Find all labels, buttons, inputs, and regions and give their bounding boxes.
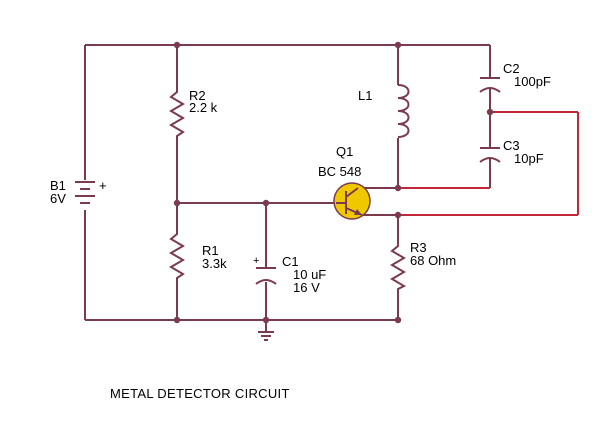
q1-name: Q1	[336, 144, 353, 159]
transistor-q1: Q1 BC 548	[318, 144, 371, 220]
c2-value: 100pF	[514, 74, 551, 89]
c2-name: C2	[503, 61, 520, 76]
resistor-r1: R1 3.3k	[169, 228, 227, 282]
c3-value: 10pF	[514, 151, 544, 166]
l1-name: L1	[358, 88, 372, 103]
feedback-wires	[398, 111, 579, 216]
capacitor-c2: C2 100pF	[479, 61, 551, 93]
junction-dots	[173, 41, 494, 324]
r1-name: R1	[202, 243, 219, 258]
c1-polarity: +	[253, 255, 259, 267]
resistor-r2: R2 2.2 k	[169, 85, 218, 140]
r3-value: 68 Ohm	[410, 253, 456, 268]
capacitor-c1: + C1 10 uF 16 V	[253, 254, 326, 295]
capacitor-c3: C3 10pF	[479, 138, 544, 166]
r2-name: R2	[189, 88, 206, 103]
c3-name: C3	[503, 138, 520, 153]
inductor-l1: L1	[358, 84, 410, 138]
battery-b1: + B1 6V	[50, 178, 107, 206]
b1-name: B1	[50, 178, 66, 193]
c1-rating: 16 V	[293, 280, 320, 295]
ground-symbol	[258, 331, 274, 341]
c1-value: 10 uF	[293, 267, 326, 282]
r1-value: 3.3k	[202, 256, 227, 271]
wires	[84, 44, 491, 332]
r2-value: 2.2 k	[189, 100, 218, 115]
r3-name: R3	[410, 240, 427, 255]
b1-value: 6V	[50, 191, 66, 206]
b1-polarity: +	[99, 178, 107, 193]
c1-name: C1	[282, 254, 299, 269]
resistor-r3: R3 68 Ohm	[390, 240, 456, 292]
q1-value: BC 548	[318, 164, 361, 179]
diagram-title: METAL DETECTOR CIRCUIT	[110, 386, 290, 401]
